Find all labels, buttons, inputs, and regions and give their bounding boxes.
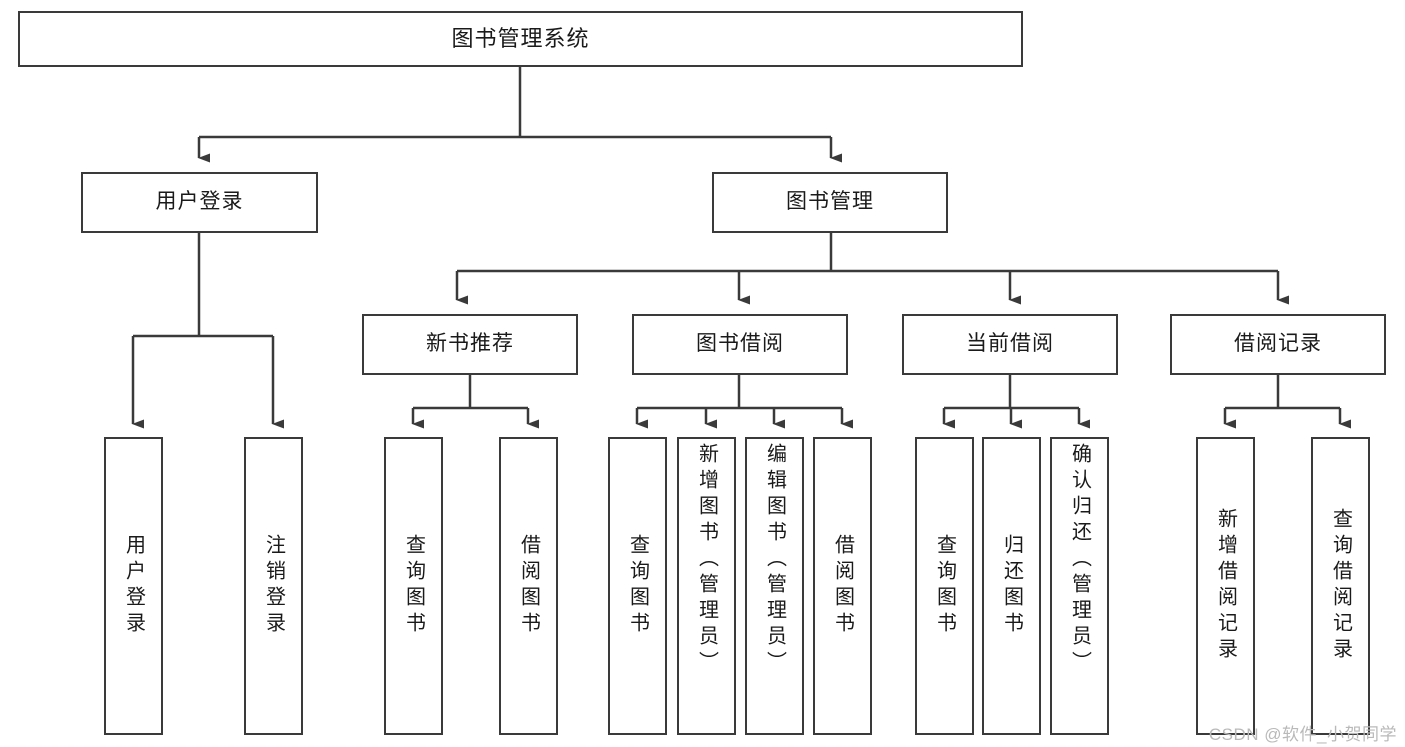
- node-label: 借阅记录: [1234, 332, 1322, 356]
- leaf-return-book[interactable]: 归还图书: [982, 437, 1041, 735]
- node-label: 新书推荐: [426, 332, 514, 356]
- watermark: CSDN @软件_小贺同学: [1208, 725, 1397, 744]
- node-label: 借阅图书: [831, 534, 854, 638]
- node-label: 新增借阅记录: [1214, 508, 1237, 664]
- node-label: 当前借阅: [966, 332, 1054, 356]
- node-label: 查询图书: [626, 534, 649, 638]
- leaf-borrow-book-recommend[interactable]: 借阅图书: [499, 437, 558, 735]
- leaf-query-book-recommend[interactable]: 查询图书: [384, 437, 443, 735]
- leaf-borrow-book[interactable]: 借阅图书: [813, 437, 872, 735]
- leaf-add-borrow-record[interactable]: 新增借阅记录: [1196, 437, 1255, 735]
- node-label: 借阅图书: [517, 534, 540, 638]
- leaf-confirm-return-admin[interactable]: 确认归还（管理员）: [1050, 437, 1109, 735]
- node-label: 图书管理: [786, 190, 874, 214]
- node-book-borrow[interactable]: 图书借阅: [632, 314, 848, 375]
- leaf-user-login[interactable]: 用户登录: [104, 437, 163, 735]
- node-label: 图书管理系统: [451, 26, 590, 52]
- node-borrow-record[interactable]: 借阅记录: [1170, 314, 1386, 375]
- leaf-edit-book-admin[interactable]: 编辑图书（管理员）: [745, 437, 804, 735]
- node-label: 图书借阅: [696, 332, 784, 356]
- node-label: 编辑图书（管理员）: [763, 443, 786, 677]
- node-label: 确认归还（管理员）: [1068, 443, 1091, 677]
- node-book-manage[interactable]: 图书管理: [712, 172, 948, 233]
- leaf-logout-login[interactable]: 注销登录: [244, 437, 303, 735]
- node-label: 查询借阅记录: [1329, 508, 1352, 664]
- node-label: 用户登录: [122, 534, 145, 638]
- node-current-borrow[interactable]: 当前借阅: [902, 314, 1118, 375]
- node-label: 查询图书: [933, 534, 956, 638]
- node-new-book-recommend[interactable]: 新书推荐: [362, 314, 578, 375]
- node-root-system[interactable]: 图书管理系统: [18, 11, 1023, 67]
- node-label: 用户登录: [155, 190, 244, 214]
- node-label: 注销登录: [262, 534, 285, 638]
- leaf-query-book-borrow[interactable]: 查询图书: [608, 437, 667, 735]
- leaf-query-book-current[interactable]: 查询图书: [915, 437, 974, 735]
- leaf-add-book-admin[interactable]: 新增图书（管理员）: [677, 437, 736, 735]
- leaf-query-borrow-record[interactable]: 查询借阅记录: [1311, 437, 1370, 735]
- node-label: 新增图书（管理员）: [695, 443, 718, 677]
- node-label: 查询图书: [402, 534, 425, 638]
- node-label: 归还图书: [1000, 534, 1023, 638]
- node-user-login[interactable]: 用户登录: [81, 172, 318, 233]
